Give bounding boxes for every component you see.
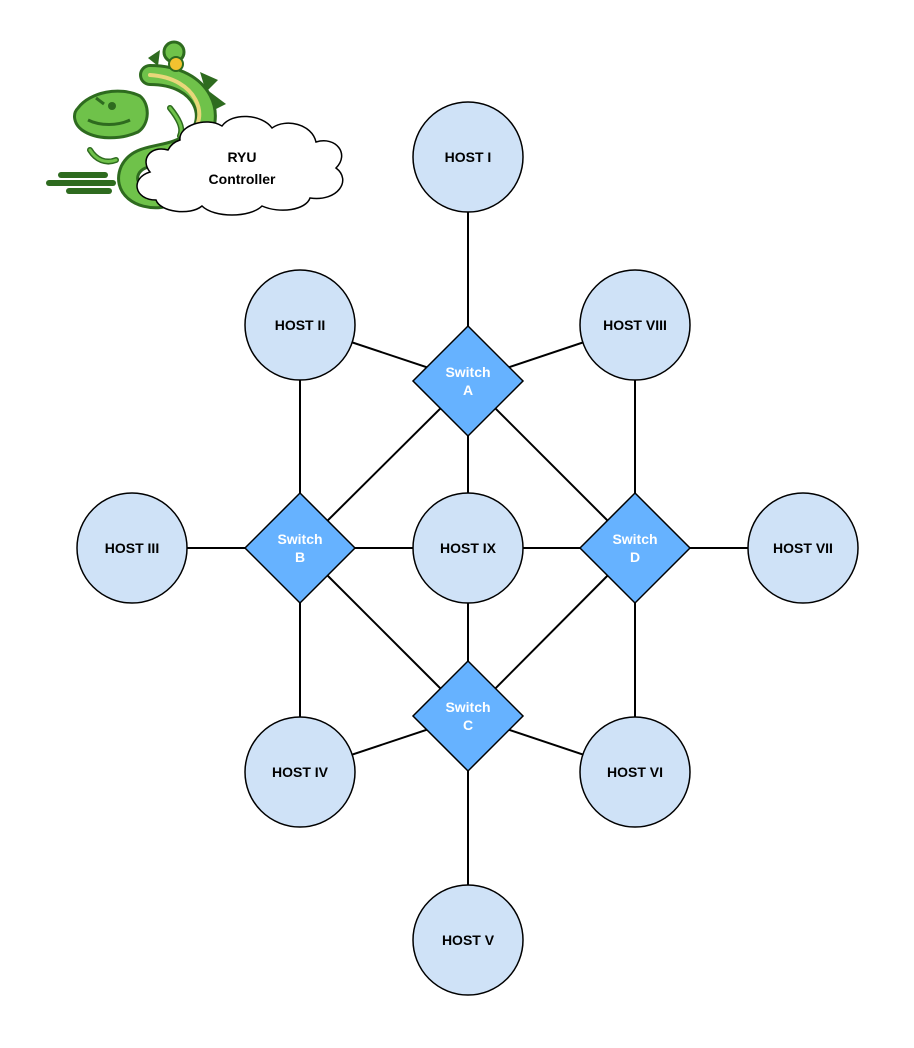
host-5[interactable]: HOST V	[412, 884, 524, 996]
switch-c[interactable]: Switch C	[411, 659, 525, 773]
switch-a-label: Switch	[445, 364, 490, 380]
controller-label-line1: RYU	[227, 149, 256, 165]
controller-cloud: RYU Controller	[136, 115, 344, 216]
switch-d-label: Switch	[612, 531, 657, 547]
host-8[interactable]: HOST VIII	[579, 269, 691, 381]
host-9[interactable]: HOST IX	[412, 492, 524, 604]
host-7[interactable]: HOST VII	[747, 492, 859, 604]
switch-c-letter: C	[463, 717, 473, 733]
switch-c-label: Switch	[445, 699, 490, 715]
host-5-label: HOST V	[442, 932, 495, 948]
host-1[interactable]: HOST I	[412, 101, 524, 213]
switch-a-letter: A	[463, 382, 473, 398]
host-8-label: HOST VIII	[603, 317, 667, 333]
switch-d[interactable]: Switch D	[578, 491, 692, 605]
switch-b-label: Switch	[277, 531, 322, 547]
switches-layer: Switch A Switch B Switch C Switch D	[243, 324, 692, 773]
host-3-label: HOST III	[105, 540, 159, 556]
host-1-label: HOST I	[445, 149, 492, 165]
host-3[interactable]: HOST III	[76, 492, 188, 604]
host-2-label: HOST II	[275, 317, 326, 333]
host-4-label: HOST IV	[272, 764, 329, 780]
switch-d-letter: D	[630, 549, 640, 565]
switch-a[interactable]: Switch A	[411, 324, 525, 438]
host-9-label: HOST IX	[440, 540, 497, 556]
host-7-label: HOST VII	[773, 540, 833, 556]
host-2[interactable]: HOST II	[244, 269, 356, 381]
host-6[interactable]: HOST VI	[579, 716, 691, 828]
host-6-label: HOST VI	[607, 764, 663, 780]
hosts-layer: HOST I HOST II HOST III HOST IV HOST V H…	[76, 101, 859, 996]
controller-label-line2: Controller	[209, 171, 276, 187]
host-4[interactable]: HOST IV	[244, 716, 356, 828]
switch-b-letter: B	[295, 549, 305, 565]
switch-b[interactable]: Switch B	[243, 491, 357, 605]
